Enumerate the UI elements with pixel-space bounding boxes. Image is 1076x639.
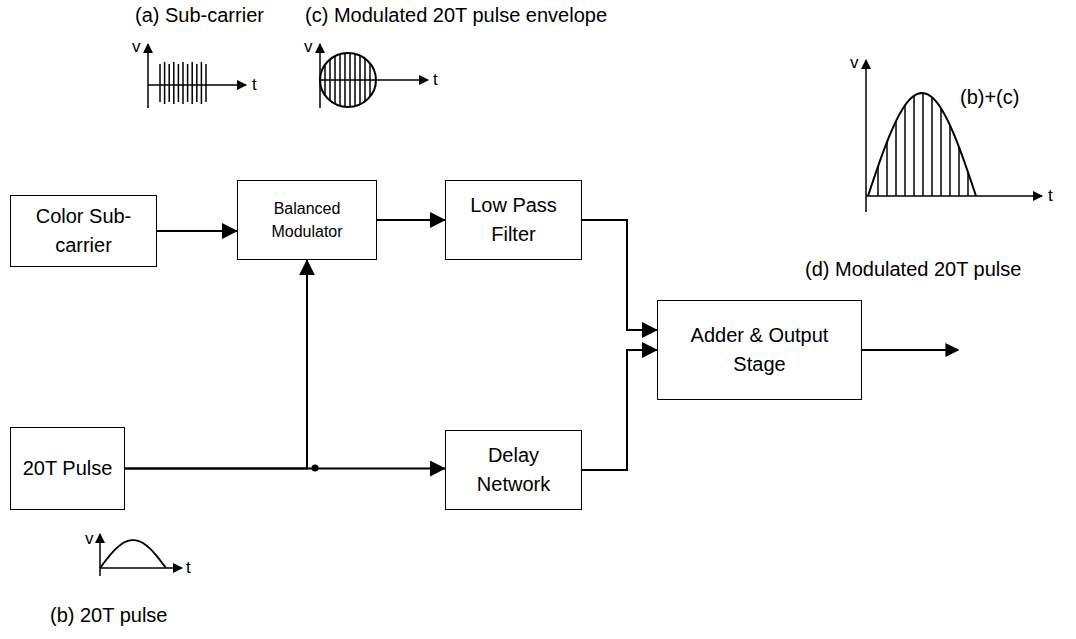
output-line [861, 349, 958, 351]
signal-arrow [125, 468, 445, 470]
axis-label: t [252, 76, 257, 95]
source-box: Color Sub-carrier [10, 195, 157, 267]
axis-label: v [85, 530, 94, 549]
delay-box: Delay Network [445, 430, 582, 510]
caption-label: (a) Sub-carrier [135, 4, 264, 26]
block-label: Color Sub-carrier [19, 202, 148, 260]
filter-box: Low Pass Filter [445, 180, 582, 260]
caption-label: (b)+(c) [960, 86, 1019, 108]
adder-box: Adder & Output Stage [657, 300, 862, 400]
block-label: Low Pass Filter [454, 191, 573, 249]
axis-label: t [186, 559, 191, 578]
signal-arrow [582, 220, 657, 330]
caption-label: (d) Modulated 20T pulse [805, 258, 1021, 280]
axis-label: v [850, 54, 859, 73]
block-label: Balanced Modulator [246, 197, 368, 243]
caption-label: (c) Modulated 20T pulse envelope [305, 4, 607, 26]
axis-label: v [132, 38, 141, 57]
axis-label: t [1048, 187, 1053, 206]
signal-arrow [377, 219, 445, 221]
pulse-plot [100, 534, 182, 576]
block-label: Delay Network [454, 441, 573, 499]
caption-label: (b) 20T pulse [50, 604, 167, 626]
envelope-plot [320, 44, 428, 108]
axis-label: t [433, 71, 438, 90]
block-label: 20T Pulse [23, 454, 113, 483]
modulator-box: Balanced Modulator [237, 180, 377, 260]
signal-arrow [157, 230, 237, 232]
signal-arrow [125, 260, 307, 469]
block-label: Adder & Output Stage [666, 321, 853, 379]
subcarrier-plot [148, 44, 246, 108]
axis-label: v [304, 38, 313, 57]
signal-arrow [582, 350, 657, 470]
source-box: 20T Pulse [10, 427, 125, 510]
modulated-pulse-plot [866, 60, 1042, 212]
